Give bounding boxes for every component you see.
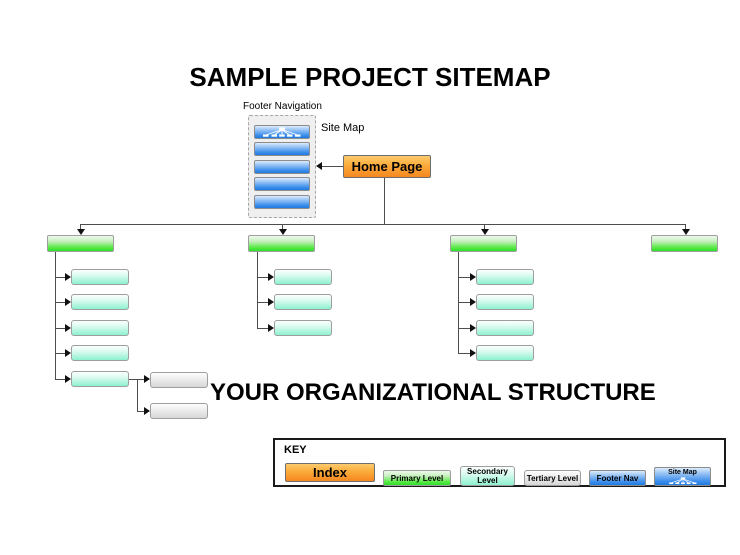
- secondary-level-bar: [71, 269, 129, 285]
- connector-line: [55, 302, 65, 303]
- primary-level-bar: [248, 235, 315, 252]
- connector-line: [458, 302, 470, 303]
- connector-line: [137, 379, 138, 411]
- connector-line: [137, 411, 144, 412]
- footer-nav-bar-sitemap: [254, 125, 310, 139]
- connector-line: [257, 328, 268, 329]
- arrowhead-down: [481, 229, 489, 235]
- secondary-level-bar: [476, 269, 534, 285]
- site-map-tree-icon: [263, 127, 301, 137]
- tertiary-level-bar: [150, 403, 208, 419]
- arrowhead-down: [682, 229, 690, 235]
- secondary-level-bar: [476, 320, 534, 336]
- arrowhead-down: [77, 229, 85, 235]
- primary-level-bar: [450, 235, 517, 252]
- connector-line: [484, 224, 485, 230]
- key-item-primary-level: Primary Level: [383, 470, 451, 486]
- arrowhead-right: [144, 407, 150, 415]
- arrowhead-right: [268, 324, 274, 332]
- key-item-secondary-level: Secondary Level: [460, 466, 515, 486]
- site-map-label: Site Map: [321, 122, 365, 134]
- secondary-level-bar: [274, 269, 332, 285]
- arrowhead-right: [470, 324, 476, 332]
- key-item-tertiary-label: Tertiary Level: [526, 473, 579, 483]
- connector-line: [322, 166, 343, 167]
- secondary-level-bar: [71, 371, 129, 387]
- key-legend: KEY Index Primary Level Secondary Level …: [273, 438, 726, 487]
- connector-line: [80, 224, 81, 230]
- arrowhead-right: [470, 273, 476, 281]
- connector-line: [55, 379, 65, 380]
- key-item-tertiary-level: Tertiary Level: [524, 470, 581, 486]
- connector-line: [282, 224, 283, 230]
- connector-line: [685, 224, 686, 230]
- footer-nav-bar: [254, 177, 310, 191]
- connector-line: [458, 353, 470, 354]
- secondary-level-bar: [274, 294, 332, 310]
- primary-level-bar: [47, 235, 114, 252]
- arrowhead-right: [65, 349, 71, 357]
- arrowhead-right: [470, 349, 476, 357]
- key-item-site-map-label: Site Map: [668, 468, 697, 476]
- tertiary-level-bar: [150, 372, 208, 388]
- secondary-level-bar: [476, 345, 534, 361]
- page-title: SAMPLE PROJECT SITEMAP: [189, 62, 551, 92]
- connector-line: [55, 353, 65, 354]
- arrowhead-right: [65, 273, 71, 281]
- connector-line: [458, 277, 470, 278]
- connector-line: [55, 252, 56, 379]
- arrowhead-down: [279, 229, 287, 235]
- site-map-tree-icon: [668, 476, 696, 484]
- footer-nav-bar: [254, 142, 310, 156]
- key-item-footer-nav-label: Footer Nav: [596, 473, 639, 483]
- arrowhead-right: [268, 298, 274, 306]
- primary-level-bar: [651, 235, 718, 252]
- arrowhead-right: [144, 375, 150, 383]
- arrowhead-right: [470, 298, 476, 306]
- key-item-primary-label: Primary Level: [390, 473, 444, 483]
- secondary-level-bar: [71, 320, 129, 336]
- arrowhead-left: [316, 162, 322, 170]
- connector-line: [257, 252, 258, 328]
- org-structure-title: YOUR ORGANIZATIONAL STRUCTURE: [210, 379, 656, 406]
- footer-nav-bar: [254, 160, 310, 174]
- connector-line: [55, 277, 65, 278]
- arrowhead-right: [65, 324, 71, 332]
- connector-line: [129, 379, 144, 380]
- key-item-secondary-label: Secondary Level: [467, 467, 508, 485]
- connector-line: [458, 328, 470, 329]
- arrowhead-right: [268, 273, 274, 281]
- secondary-level-bar: [274, 320, 332, 336]
- connector-line: [257, 277, 268, 278]
- footer-navigation-box: [248, 115, 316, 218]
- key-item-site-map: Site Map: [654, 467, 711, 486]
- arrowhead-right: [65, 298, 71, 306]
- secondary-level-bar: [71, 294, 129, 310]
- secondary-level-bar: [71, 345, 129, 361]
- arrowhead-right: [65, 375, 71, 383]
- connector-line: [384, 178, 385, 224]
- secondary-level-bar: [476, 294, 534, 310]
- footer-navigation-label: Footer Navigation: [243, 101, 322, 112]
- footer-nav-bar: [254, 195, 310, 209]
- key-label: KEY: [284, 444, 307, 456]
- key-item-index-label: Index: [313, 465, 347, 480]
- connector-trunk: [80, 224, 685, 225]
- key-item-footer-nav: Footer Nav: [589, 470, 646, 486]
- connector-line: [55, 328, 65, 329]
- key-item-index: Index: [285, 463, 375, 482]
- home-page-node: Home Page: [343, 155, 431, 178]
- connector-line: [257, 302, 268, 303]
